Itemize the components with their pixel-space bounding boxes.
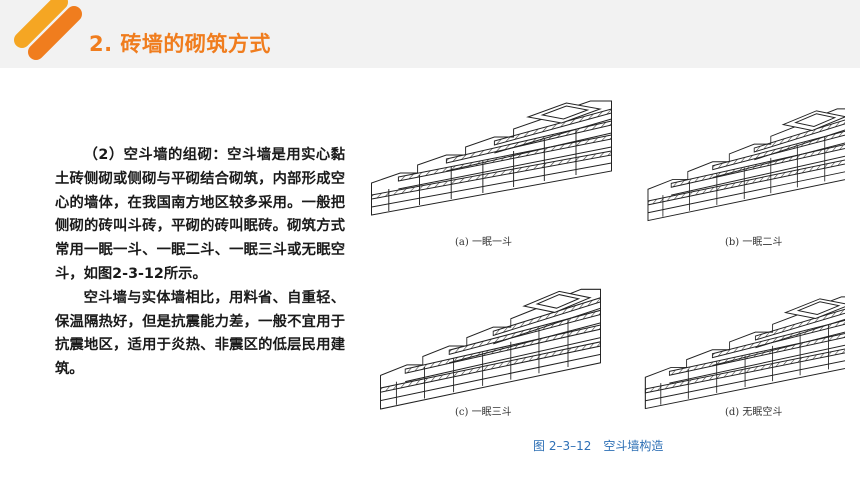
caption-c: (c) 一眠三斗 <box>455 406 512 418</box>
caption-a: (a) 一眠一斗 <box>455 236 512 248</box>
body-text: （2）空斗墙的组砌：空斗墙是用实心黏土砖侧砌或侧砌与平砌结合砌筑，内部形成空心的… <box>55 144 345 382</box>
header-bar <box>0 0 860 68</box>
caption-d: (d) 无眠空斗 <box>725 405 782 418</box>
wall-d-drawing <box>644 296 845 410</box>
paragraph-2: 空斗墙与实体墙相比，用料省、自重轻、保温隔热好，但是抗震能力差，一般不宜用于抗震… <box>55 289 345 378</box>
brick-wall-figure: (a) 一眠一斗 (b) 一眠二斗 (c) 一眠三斗 (d) 无眠空斗 <box>371 100 845 418</box>
wall-c-drawing <box>380 288 602 410</box>
wall-b-drawing <box>647 108 845 222</box>
wall-a-drawing <box>371 100 613 216</box>
page-title: 2. 砖墙的砌筑方式 <box>89 32 271 56</box>
caption-b: (b) 一眠二斗 <box>725 236 782 248</box>
paragraph-1: （2）空斗墙的组砌：空斗墙是用实心黏土砖侧砌或侧砌与平砌结合砌筑，内部形成空心的… <box>55 147 345 282</box>
logo-stripes-icon <box>14 0 82 60</box>
figure-caption: 图 2–3–12 空斗墙构造 <box>533 439 664 453</box>
